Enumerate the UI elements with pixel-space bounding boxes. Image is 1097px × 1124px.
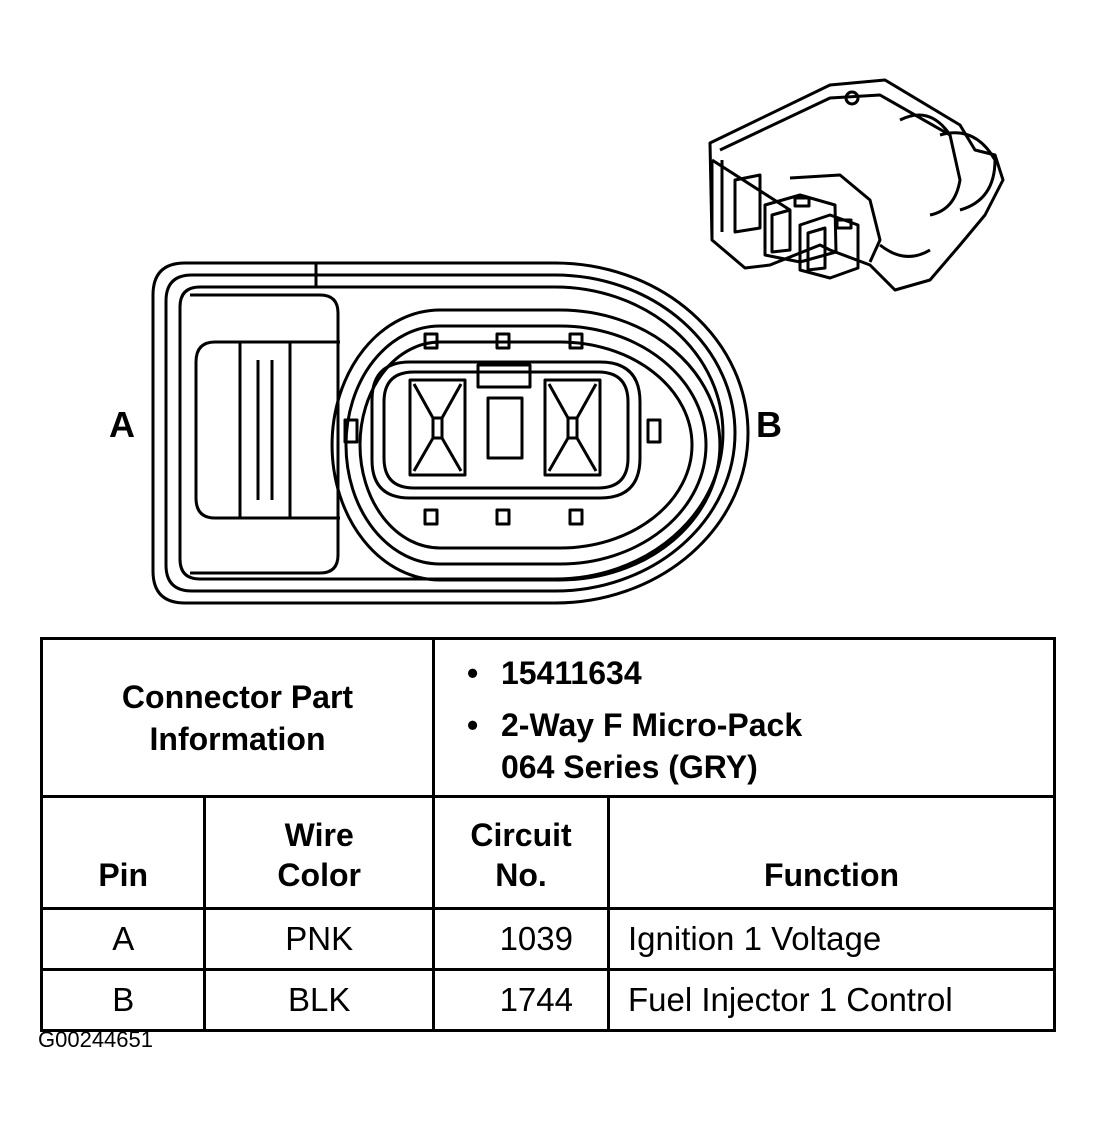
pin-b-label: B — [756, 404, 782, 445]
header-function-text: Function — [763, 857, 900, 893]
row-pin: A — [39, 907, 207, 971]
pin-a-label: A — [109, 404, 135, 445]
connector-isometric-view — [708, 78, 1005, 292]
connector-diagram — [151, 78, 1005, 605]
header-circuit-line2: No. — [495, 857, 547, 893]
connector-face-view — [151, 261, 750, 605]
connector-table: Connector Part Information • 15411634 • 2-… — [39, 637, 1056, 1032]
figure-id: G00244651 — [38, 1027, 153, 1052]
part-number: • 15411634 — [467, 652, 1053, 694]
row-circuit: 1744 — [432, 968, 610, 1032]
header-pin: Pin — [39, 795, 207, 910]
info-row: Connector Part Information • 15411634 • 2-… — [40, 637, 1056, 798]
header-circuit-no: Circuit No. — [432, 795, 610, 910]
header-wire-line1: Wire — [284, 817, 354, 853]
header-function: Function — [607, 795, 1056, 910]
connector-part-info-values: • 15411634 • 2-Way F Micro-Pack 064 Series… — [432, 637, 1056, 798]
bullet-icon: • — [467, 655, 479, 691]
info-label-line1: Connector Part — [121, 678, 354, 715]
header-pin-text: Pin — [98, 857, 149, 893]
table-row: B BLK 1744 Fuel Injector 1 Control — [39, 968, 1056, 1032]
part-number-text: 15411634 — [501, 655, 642, 691]
row-wire-color: PNK — [203, 907, 435, 971]
row-function: Fuel Injector 1 Control — [607, 968, 1056, 1032]
description-line1: 2-Way F Micro-Pack — [501, 707, 803, 743]
header-circuit-line1: Circuit — [470, 817, 572, 853]
row-pin: B — [39, 968, 207, 1032]
bullet-icon: • — [467, 707, 479, 743]
row-function: Ignition 1 Voltage — [607, 907, 1056, 971]
connector-part-info-label: Connector Part Information — [40, 637, 435, 798]
connector-description: • 2-Way F Micro-Pack — [467, 704, 1053, 746]
row-wire-color: BLK — [203, 968, 435, 1032]
header-row: Pin Wire Color Circuit No. Function — [39, 795, 1056, 910]
header-wire-line2: Color — [277, 857, 361, 893]
row-circuit: 1039 — [432, 907, 610, 971]
info-label-line2: Information — [149, 720, 326, 757]
header-wire-color: Wire Color — [203, 795, 435, 910]
description-line2: 064 Series (GRY) — [501, 749, 758, 785]
table-row: A PNK 1039 Ignition 1 Voltage — [39, 907, 1056, 971]
